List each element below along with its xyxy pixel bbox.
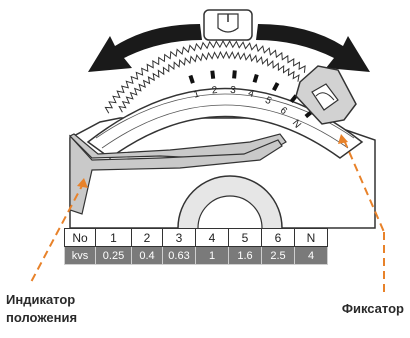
rotation-arrows [88,24,370,72]
dial-tick [232,70,237,79]
table-cell: 0.25 [95,246,132,265]
indicator-caption-line2: положения [6,310,78,325]
table-row-number: No 1 2 3 4 5 6 N [64,228,328,247]
position-indicator [68,133,287,215]
dial-tick [188,74,195,84]
dial-tick-label: 6 [278,105,290,117]
indicator-caption: Индикатор положения [6,291,126,327]
dial-tick-label: 1 [192,88,201,100]
table-cell: No [64,228,96,247]
dial-plate [86,39,364,159]
lock-caption: Фиксатор [341,301,404,316]
table-cell: 0.63 [162,246,196,265]
table-cell: 4 [294,246,328,265]
dial-tick [289,94,298,104]
dial-tick-label: 5 [263,95,273,108]
leader-lines [29,134,385,296]
indicator-caption-line1: Индикатор [6,292,76,307]
dial-tick-label: 3 [230,85,237,96]
dial-tick-label: 2 [211,85,218,97]
dial-tick [272,82,280,92]
table-cell: 2 [131,228,163,247]
dial-tick [210,70,216,79]
table-cell: 0.4 [131,246,163,265]
table-cell: 5 [228,228,262,247]
table-cell: 6 [261,228,295,247]
dial-tick [252,74,259,83]
table-cell: 4 [195,228,229,247]
dial-tick-label: 4 [247,88,256,100]
kvs-table: No 1 2 3 4 5 6 N kvs 0.25 0.4 0.63 1 1.6… [64,228,328,265]
table-cell: 1.6 [228,246,262,265]
valve-housing [69,117,376,229]
table-cell: 3 [162,228,196,247]
table-cell: 2.5 [261,246,295,265]
adjust-knob[interactable] [203,9,253,41]
table-cell: 1 [195,246,229,265]
table-cell: N [294,228,328,247]
lock-clip[interactable] [295,65,357,125]
table-row-kvs: kvs 0.25 0.4 0.63 1 1.6 2.5 4 [64,246,328,265]
table-cell: kvs [64,246,96,265]
table-cell: 1 [95,228,132,247]
